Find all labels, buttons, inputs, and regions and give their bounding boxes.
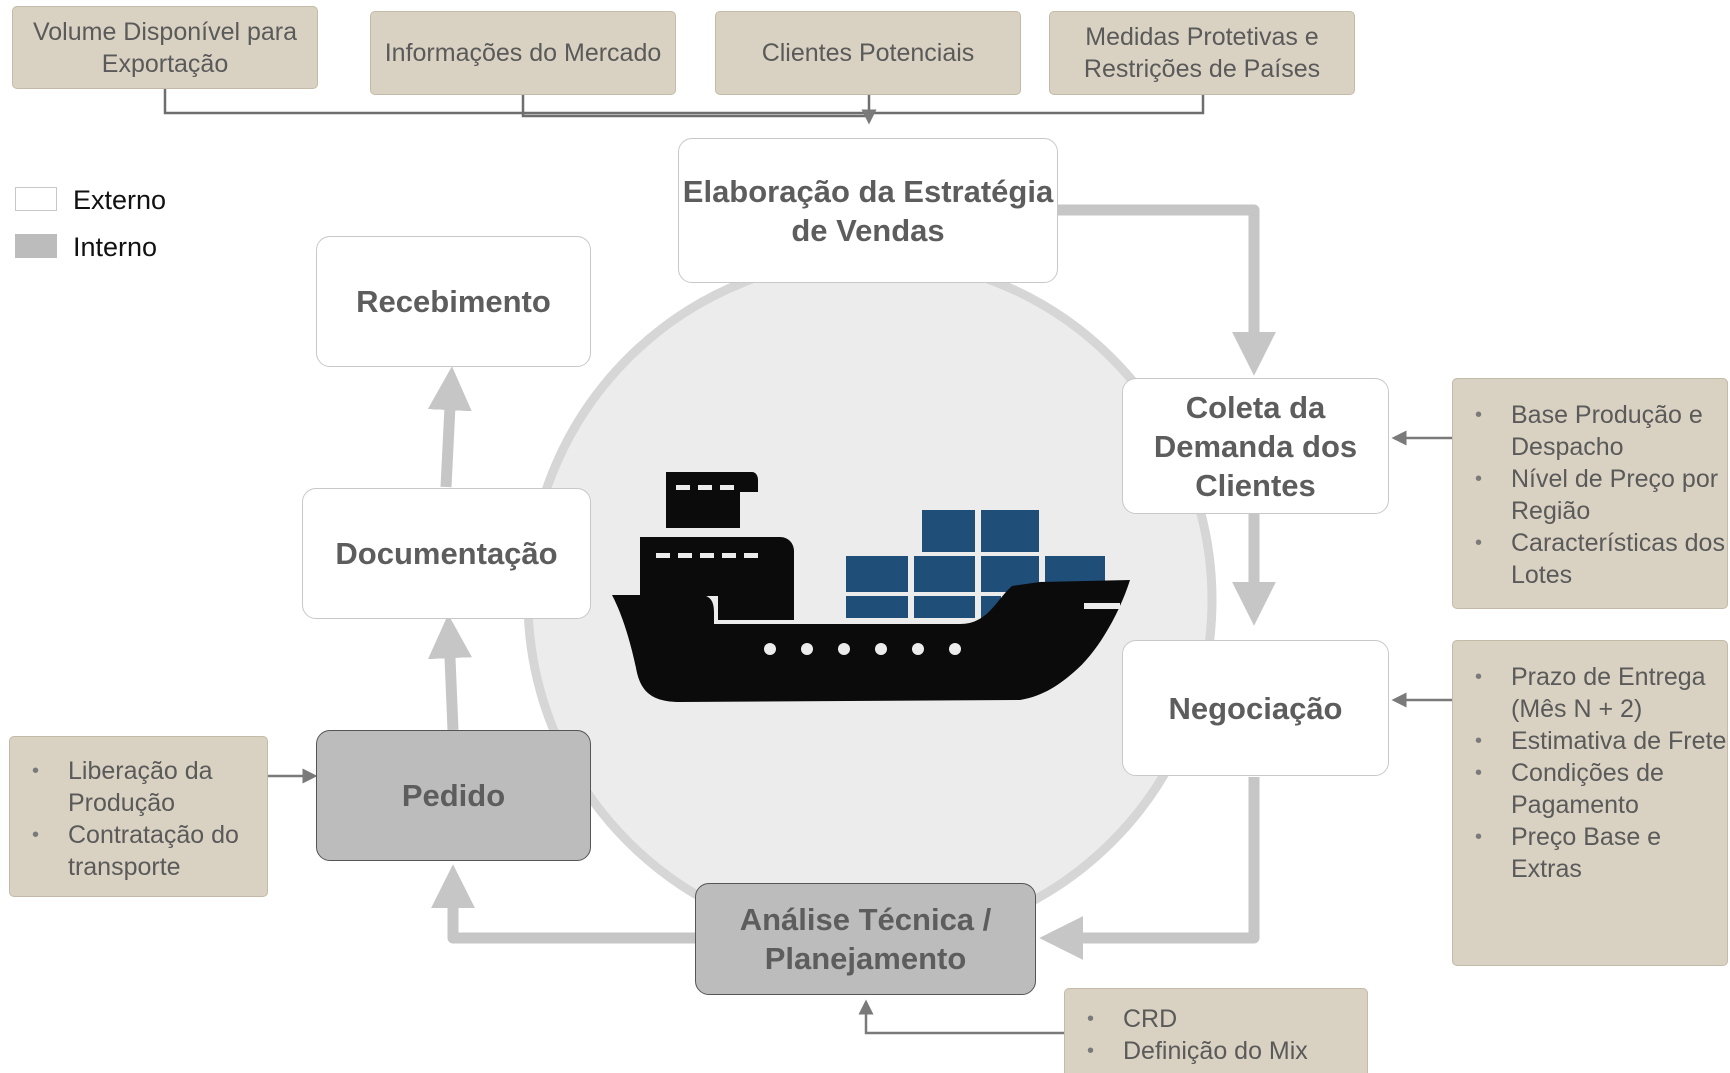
stage-receipt: Recebimento (316, 236, 591, 367)
negotiation-inputs-box: Prazo de Entrega (Mês N + 2) Estimativa … (1452, 640, 1728, 966)
stage-demand-collection: Coleta da Demanda dos Clientes (1122, 378, 1389, 514)
stage-negotiation: Negociação (1122, 640, 1389, 776)
arrow-negotiation-to-analysis (1039, 777, 1260, 960)
arrow-documentation-to-receipt (427, 366, 472, 488)
arrow-strategy-to-demand (1058, 204, 1276, 376)
legend-external-swatch (15, 187, 57, 211)
input-export-volume: Volume Disponível para Exportação (12, 6, 318, 89)
negotiation-input-item: Estimativa de Frete (1453, 725, 1727, 757)
input-potential-clients: Clientes Potenciais (715, 11, 1021, 95)
order-input-item: Liberação da Produção (10, 755, 267, 819)
stage-documentation: Documentação (302, 488, 591, 619)
analysis-input-item: CRD (1065, 1003, 1367, 1035)
input-market-info: Informações do Mercado (370, 11, 676, 95)
stage-technical-analysis: Análise Técnica / Planejamento (695, 883, 1036, 995)
negotiation-input-item: Prazo de Entrega (Mês N + 2) (1453, 661, 1727, 725)
legend-external-label: Externo (73, 185, 167, 215)
cargo-ship-icon (612, 472, 1130, 702)
analysis-inputs-box: CRD Definição do Mix (1064, 988, 1368, 1073)
legend-internal-label: Interno (73, 232, 158, 262)
arrow-analysis-inputs (858, 999, 1064, 1035)
negotiation-input-item: Condições de Pagamento (1453, 757, 1727, 821)
demand-inputs-box: Base Produção e Despacho Nível de Preço … (1452, 378, 1728, 609)
demand-input-item: Características dos Lotes (1453, 527, 1727, 591)
stage-order: Pedido (316, 730, 591, 861)
stage-sales-strategy: Elaboração da Estratégia de Vendas (678, 138, 1058, 283)
arrow-order-to-documentation (428, 614, 472, 731)
negotiation-input-item: Preço Base e Extras (1453, 821, 1727, 885)
input-protective-measures: Medidas Protetivas e Restrições de Paíse… (1049, 11, 1355, 95)
legend-internal-swatch (15, 234, 57, 258)
analysis-input-item: Definição do Mix (1065, 1035, 1367, 1067)
order-inputs-box: Liberação da Produção Contratação do tra… (9, 736, 268, 897)
order-input-item: Contratação do transporte (10, 819, 267, 883)
demand-input-item: Base Produção e Despacho (1453, 399, 1727, 463)
arrow-analysis-to-order (431, 864, 695, 944)
top-inputs-connector (163, 88, 1205, 125)
demand-input-item: Nível de Preço por Região (1453, 463, 1727, 527)
